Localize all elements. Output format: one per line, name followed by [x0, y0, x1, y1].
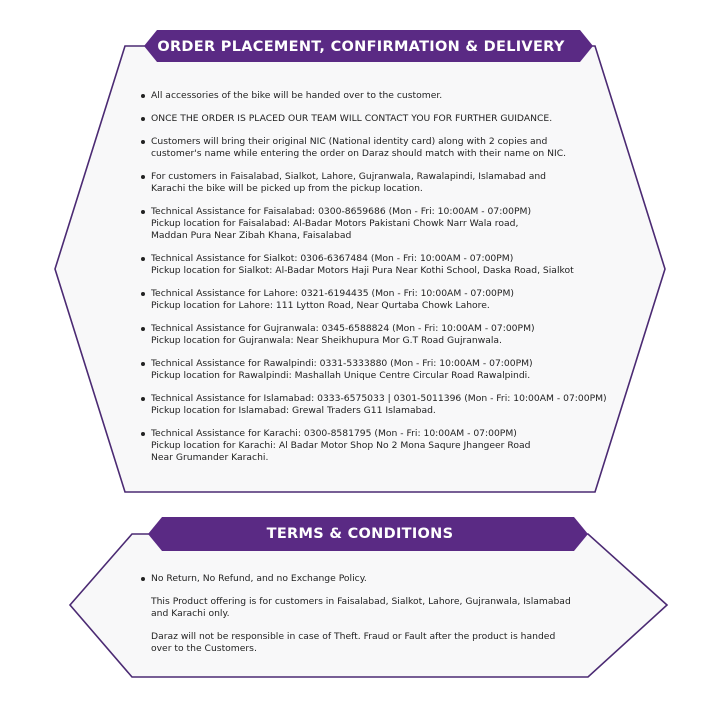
order-info-item: For customers in Faisalabad, Sialkot, La… [140, 171, 640, 195]
order-info-item-text: For customers in Faisalabad, Sialkot, La… [151, 171, 547, 182]
order-info-item-text: Pickup location for Gujranwala: Near She… [151, 335, 502, 346]
order-section-title: ORDER PLACEMENT, CONFIRMATION & DELIVERY [157, 39, 565, 55]
order-info-item: Technical Assistance for Faisalabad: 030… [140, 206, 640, 242]
order-info-item: Technical Assistance for Rawalpindi: 033… [140, 358, 640, 382]
order-info-item-text: Pickup location for Sialkot: Al-Badar Mo… [151, 265, 574, 276]
order-info-item-text: Technical Assistance for Gujranwala: 034… [151, 323, 535, 334]
terms-item-text: This Product offering is for customers i… [151, 596, 571, 607]
order-info-item: All accessories of the bike will be hand… [140, 90, 640, 102]
order-info-item-text: Pickup location for Islamabad: Grewal Tr… [151, 405, 436, 416]
order-info-item-text: Technical Assistance for Rawalpindi: 033… [151, 358, 533, 369]
terms-item: No Return, No Refund, and no Exchange Po… [140, 573, 640, 585]
order-info-item-text: Pickup location for Faisalabad: Al-Badar… [151, 218, 519, 229]
terms-banner [148, 517, 588, 551]
order-info-item-text: Technical Assistance for Sialkot: 0306-6… [151, 253, 514, 264]
order-info-item-text: Pickup location for Karachi: Al Badar Mo… [151, 440, 531, 451]
terms-item-text: over to the Customers. [151, 643, 257, 654]
order-info-item-text: customer's name while entering the order… [151, 148, 567, 159]
order-info-item: Customers will bring their original NIC … [140, 136, 640, 160]
terms-item: This Product offering is for customers i… [140, 596, 640, 620]
terms-item: Daraz will not be responsible in case of… [140, 631, 640, 655]
order-info-item-text: Maddan Pura Near Zibah Khana, Faisalabad [151, 230, 352, 241]
order-info-item-text: All accessories of the bike will be hand… [151, 90, 443, 101]
order-info-item-text: Technical Assistance for Faisalabad: 030… [151, 206, 532, 217]
terms-section-title: TERMS & CONDITIONS [266, 526, 454, 542]
order-info-item: Technical Assistance for Islamabad: 0333… [140, 393, 640, 417]
order-info-item-text: Pickup location for Rawalpindi: Mashalla… [151, 370, 531, 381]
terms-item-text: No Return, No Refund, and no Exchange Po… [151, 573, 367, 584]
order-info-item: Technical Assistance for Lahore: 0321-61… [140, 288, 640, 312]
order-info-item: Technical Assistance for Gujranwala: 034… [140, 323, 640, 347]
order-info-list: All accessories of the bike will be hand… [140, 90, 640, 475]
terms-item-text: and Karachi only. [151, 608, 230, 619]
order-info-item-text: Technical Assistance for Islamabad: 0333… [151, 393, 607, 404]
order-info-item-text: Karachi the bike will be picked up from … [151, 183, 423, 194]
terms-list: No Return, No Refund, and no Exchange Po… [140, 573, 640, 666]
order-info-item: Technical Assistance for Karachi: 0300-8… [140, 428, 640, 464]
order-info-item-text: Pickup location for Lahore: 111 Lytton R… [151, 300, 490, 311]
order-info-item-text: Technical Assistance for Lahore: 0321-61… [151, 288, 514, 299]
order-panel-frame [54, 45, 666, 493]
order-banner [144, 30, 593, 62]
order-info-item-text: Near Grumander Karachi. [151, 452, 269, 463]
order-info-item-text: ONCE THE ORDER IS PLACED OUR TEAM WILL C… [151, 113, 553, 124]
terms-item-text: Daraz will not be responsible in case of… [151, 631, 556, 642]
order-info-item-text: Technical Assistance for Karachi: 0300-8… [151, 428, 517, 439]
order-info-item: ONCE THE ORDER IS PLACED OUR TEAM WILL C… [140, 113, 640, 125]
order-info-item-text: Customers will bring their original NIC … [151, 136, 548, 147]
order-info-item: Technical Assistance for Sialkot: 0306-6… [140, 253, 640, 277]
